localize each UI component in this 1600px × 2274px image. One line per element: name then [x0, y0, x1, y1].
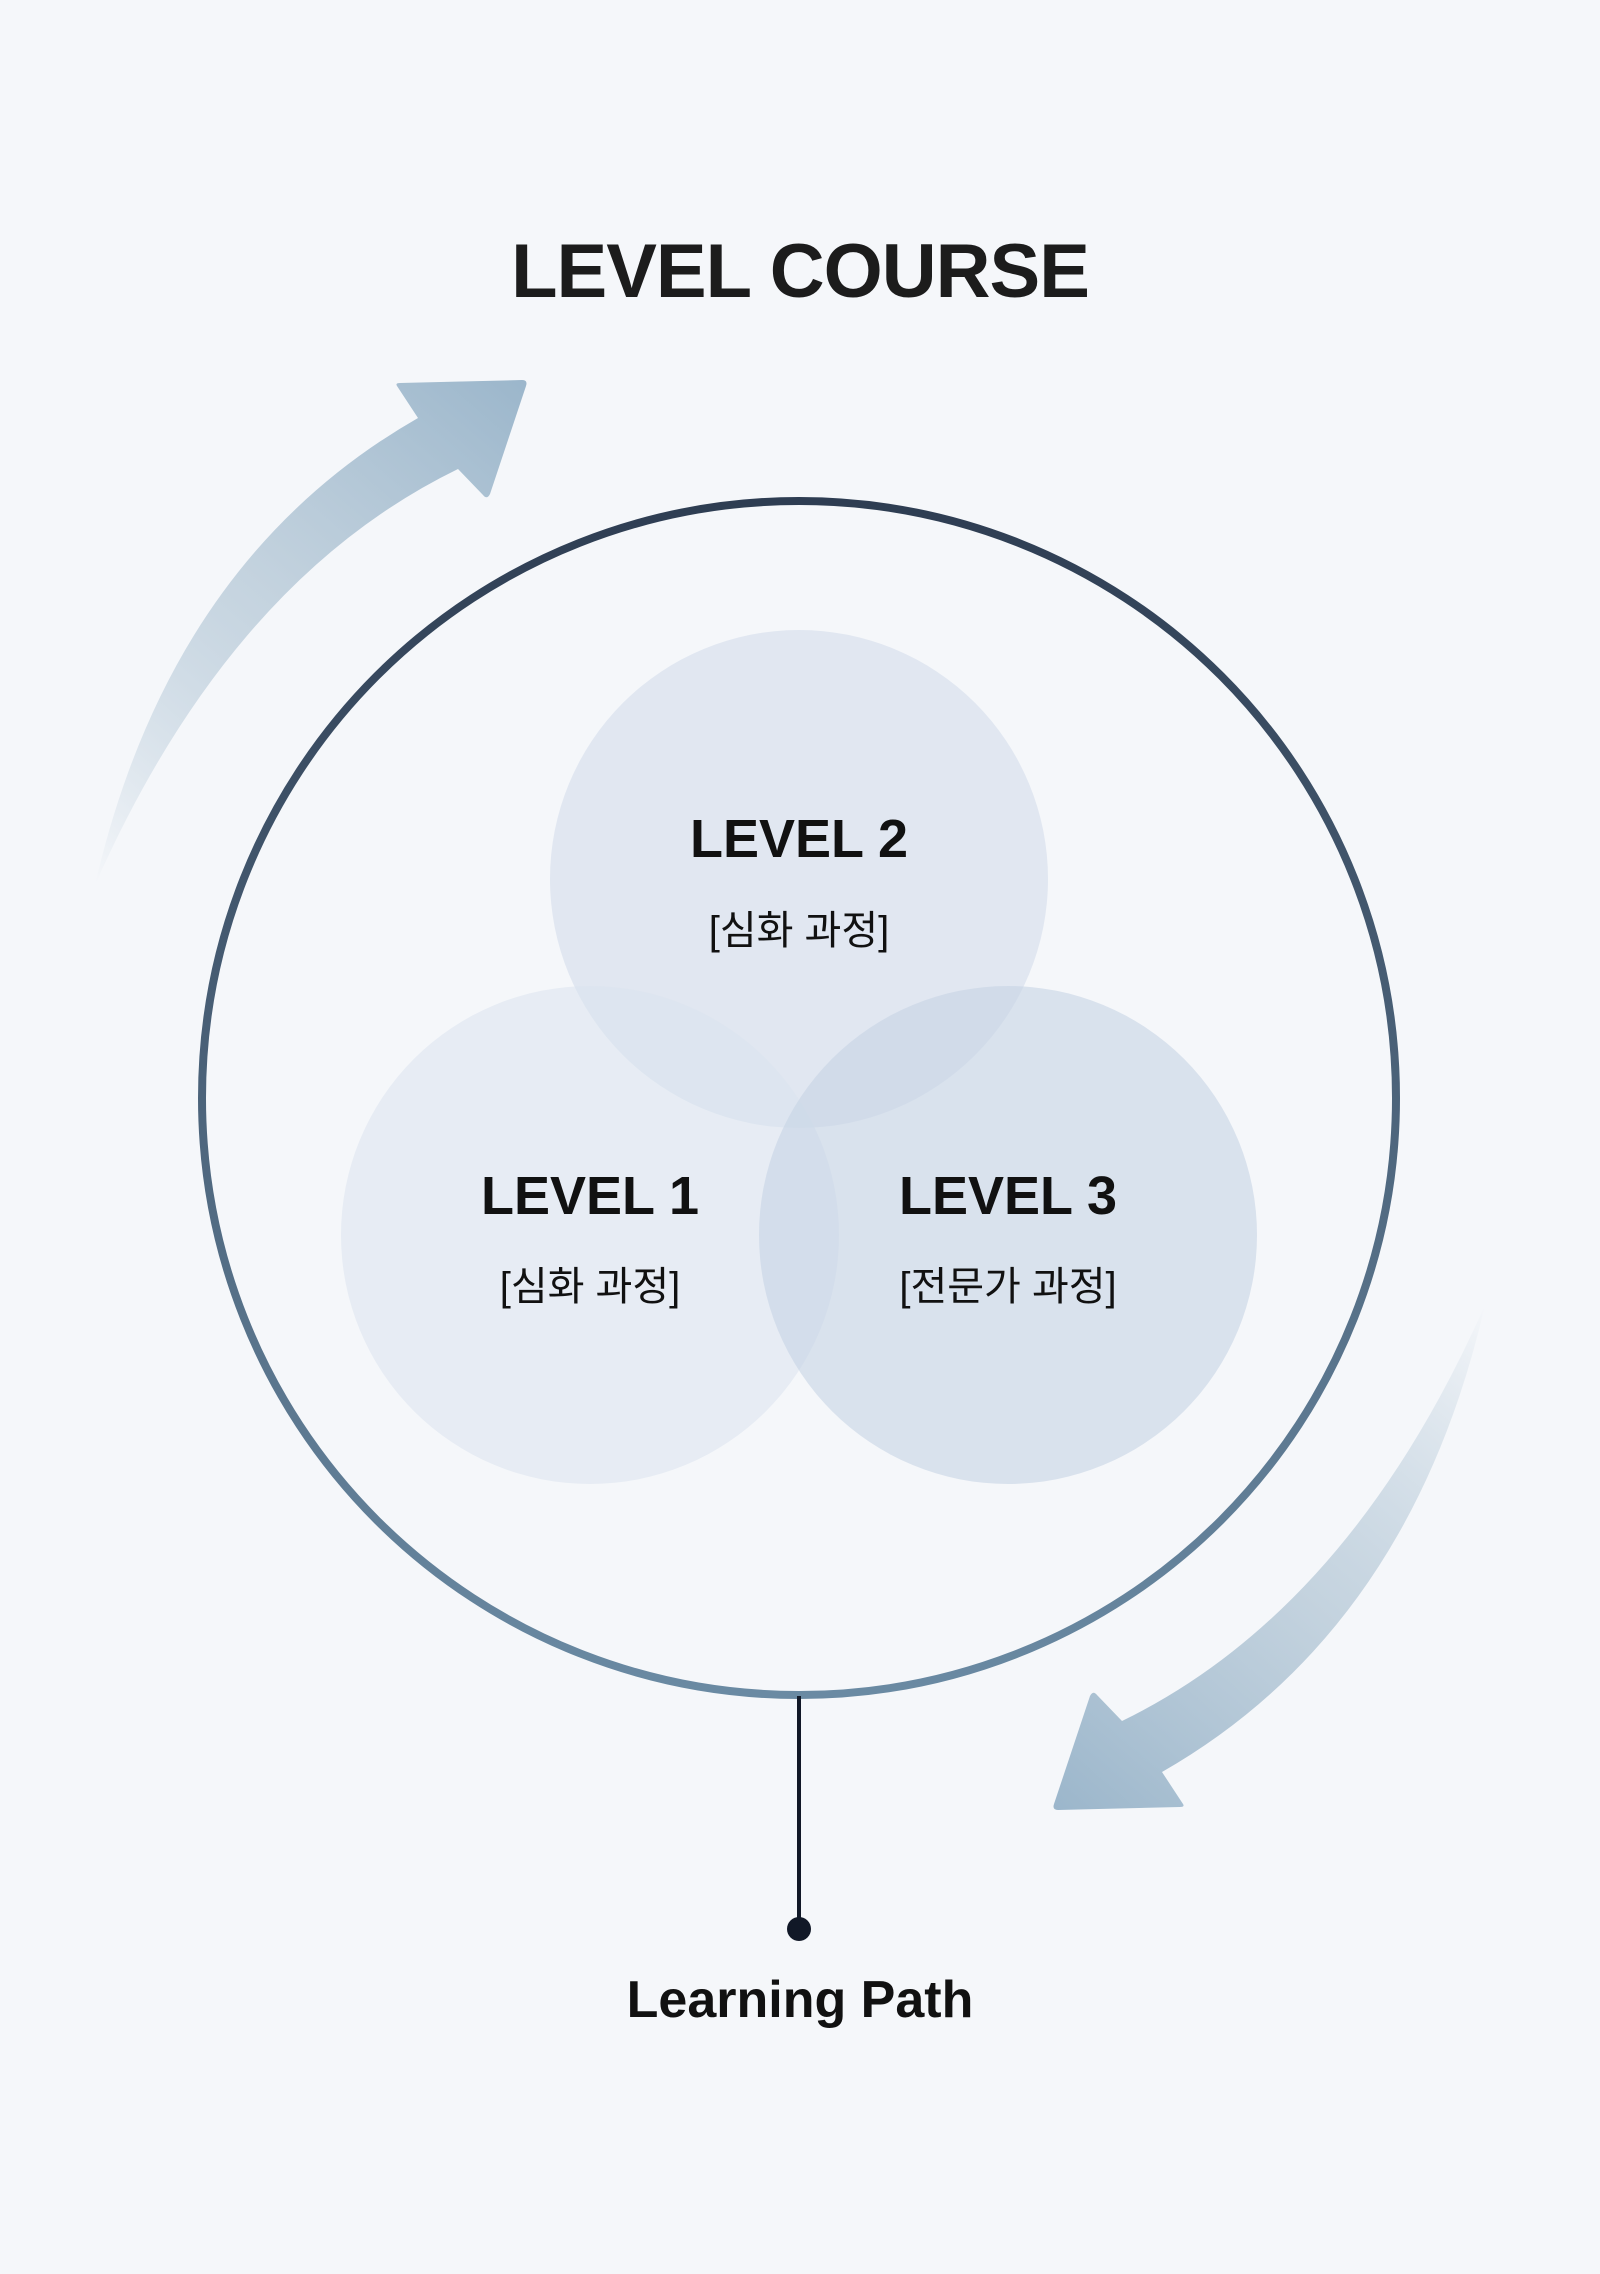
level-3-subtitle: [전문가 과정]: [899, 1265, 1117, 1309]
cycle-arrow-top-left-icon: [95, 380, 527, 885]
cycle-arrow-bottom-right-icon: [1053, 1305, 1485, 1810]
level-1-circle: [341, 986, 839, 1484]
level-3-circle: [759, 986, 1257, 1484]
level-3-label: LEVEL 3: [898, 1166, 1118, 1226]
connector-dot: [787, 1917, 811, 1941]
level-1-label: LEVEL 1: [480, 1166, 700, 1226]
page-title: LEVEL COURSE: [511, 229, 1090, 314]
level-2-subtitle: [심화 과정]: [708, 909, 890, 953]
outer-ring: [198, 497, 1400, 1699]
level-1-subtitle: [심화 과정]: [499, 1265, 681, 1309]
level-2-label: LEVEL 2: [689, 809, 909, 869]
learning-path-label: Learning Path: [626, 1971, 974, 2029]
